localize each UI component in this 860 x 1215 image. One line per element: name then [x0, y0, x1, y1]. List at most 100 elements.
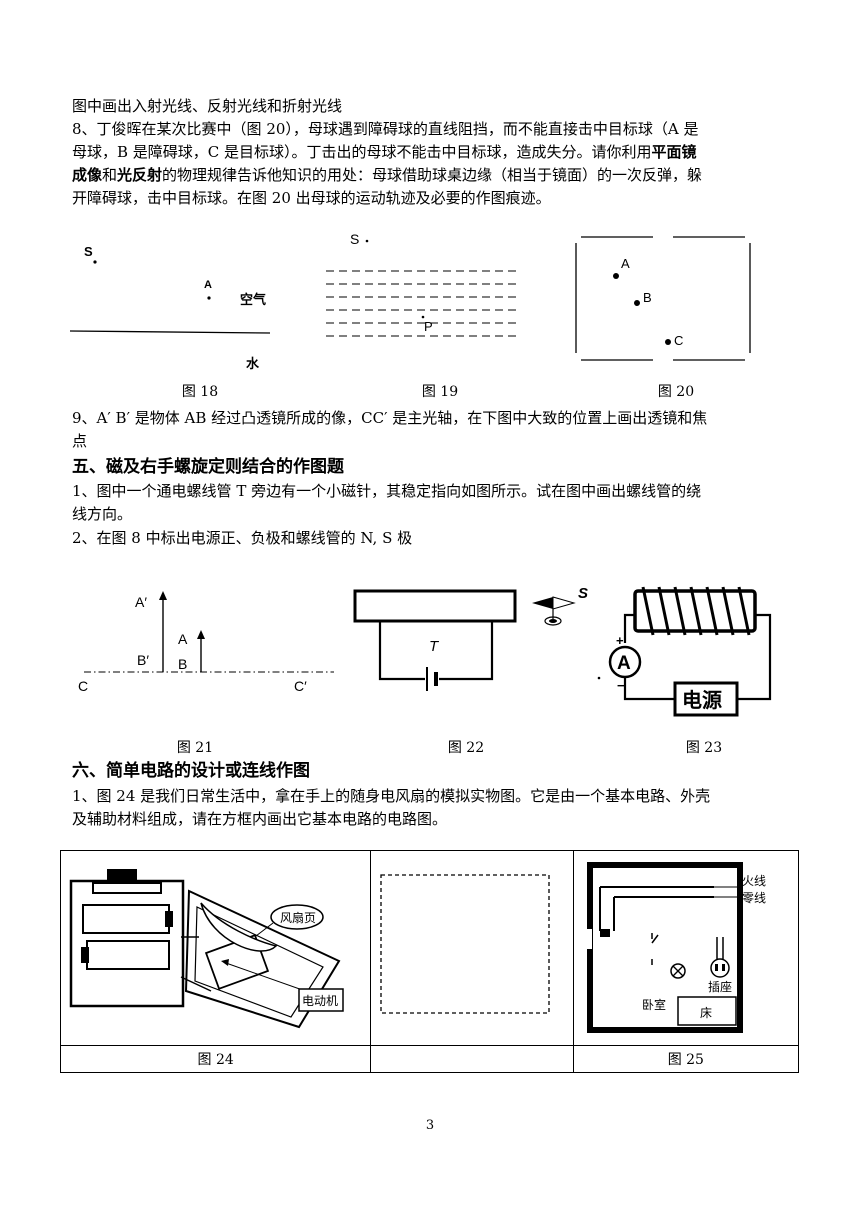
fig25-neutral-label: 零线 — [742, 891, 766, 905]
fig23-caption: 图 23 — [685, 740, 723, 756]
question-8-line-1: 8、丁俊晖在某次比赛中（图 20），母球遇到障碍球的直线阻挡，而不能直接击中目标… — [72, 120, 699, 138]
fig24-fan-blade-label: 风扇页 — [280, 910, 316, 925]
figure-table-caption-row: 图 24 图 25 — [59, 1045, 800, 1073]
fig24-motor-leader — [225, 962, 312, 994]
fig25-socket-hole-1 — [714, 964, 718, 971]
fig18-point-s-dot — [93, 260, 97, 264]
bold-term-imaging: 成像 — [72, 166, 103, 184]
fig20-ball-a — [613, 273, 619, 279]
fig22-needle-light-end — [552, 596, 576, 610]
fig25-bed-label: 床 — [700, 1006, 712, 1020]
fig20-ball-b-label: B — [643, 290, 652, 305]
fig22-solenoid — [353, 589, 517, 623]
question-8-line-2: 母球，B 是障碍球，C 是目标球）。丁击出的母球不能击中目标球，造成失分。请你利… — [72, 141, 794, 163]
fig23-power-source-label: 电源 — [682, 689, 722, 712]
figure-20: A B C — [575, 236, 751, 361]
circuit-answer-box — [380, 874, 550, 1014]
fig25-door-post — [599, 929, 610, 937]
figure-25: 火线 零线 插座 卧室 床 — [583, 862, 766, 1033]
text-span: 的物理规律告诉他知识的用处：母球借助球桌边缘（相当于镜面）的一次反弹，躲 — [162, 166, 703, 184]
fig22-compass-pivot — [549, 619, 557, 623]
fig25-cell: 火线 零线 插座 卧室 床 — [572, 850, 800, 1046]
fig18-point-a-dot — [207, 296, 211, 300]
section-5-q2: 2、在图 8 中标出电源正、负极和螺线管的 N, S 极 — [72, 529, 413, 547]
fig23-wire-right — [737, 613, 772, 701]
section-5-q1-line-2: 线方向。 — [72, 505, 133, 523]
fig24-switch-base — [92, 882, 162, 894]
fig24-motor-leader-arrow — [221, 959, 229, 966]
fig20-caption: 图 20 — [657, 384, 695, 400]
fig24-battery-2 — [86, 940, 170, 970]
fig23-power-source-box — [673, 681, 739, 717]
figure-21: A′ B′ A B C C′ — [78, 591, 334, 694]
fig25-bedroom-label: 卧室 — [642, 997, 666, 1012]
fig22-caption: 图 22 — [447, 740, 485, 756]
fig25-socket-hole-2 — [721, 964, 725, 971]
fig18-interface-line — [69, 330, 271, 334]
fig25-socket-label: 插座 — [708, 979, 732, 994]
fig19-point-s-label: S — [350, 231, 359, 247]
text-line-intro: 图中画出入射光线、反射光线和折射光线 — [72, 97, 343, 115]
fig20-ball-a-label: A — [621, 256, 630, 271]
fig19-point-p-label: P — [424, 319, 433, 334]
fig24-battery-1 — [82, 904, 170, 934]
fig24-wire-b — [180, 976, 212, 992]
question-8-line-4: 开障碍球，击中目标球。在图 20 出母球的运动轨迹及必要的作图痕迹。 — [72, 189, 551, 207]
fig18-point-a-label: A — [204, 279, 212, 291]
fig21-caption: 图 21 — [176, 740, 214, 756]
section-6-heading: 六、简单电路的设计或连线作图 — [72, 761, 310, 781]
fig21-label-a: A — [178, 631, 188, 647]
answer-dashed-frame[interactable] — [380, 874, 550, 1014]
figure-18: S A 空气 水 — [69, 244, 271, 371]
fig21-image-arrowhead — [159, 591, 167, 600]
fig23-solenoid-coils — [641, 586, 751, 636]
question-8-line-3: 成像和光反射的物理规律告诉他知识的用处：母球借助球桌边缘（相当于镜面）的一次反弹… — [72, 164, 794, 186]
fig19-point-p-dot — [421, 315, 425, 319]
fig24-battery-1-terminal — [165, 911, 173, 927]
fig25-lamp-cross-2 — [672, 965, 684, 977]
fig20-table-edges — [575, 236, 751, 361]
fig24-fan-blade — [200, 902, 278, 952]
fig19-water-dashes — [326, 270, 520, 337]
fig23-wire-top-left — [623, 613, 635, 643]
fig21-object-arrowhead — [197, 630, 205, 639]
fig24-battery-2-terminal — [81, 947, 89, 963]
fig19-point-s-dot — [365, 239, 369, 243]
fig18-water-label: 水 — [246, 356, 260, 371]
figure-19: S P — [326, 231, 520, 337]
text-span: 和 — [102, 166, 118, 184]
fig24-motor-label: 电动机 — [302, 994, 338, 1008]
fig19-caption: 图 19 — [421, 384, 459, 400]
fig22-wire-left — [378, 621, 425, 681]
fig24-motor-label-box — [298, 988, 344, 1012]
fig24-cell: 风扇页 电动机 — [59, 850, 372, 1046]
question-9-line-1: 9、A′ B′ 是物体 AB 经过凸透镜所成的像，CC′ 是主光轴，在下图中大致… — [72, 409, 708, 427]
fig24-switch-top — [107, 869, 137, 883]
figure-22: T S — [353, 585, 588, 691]
bold-term-reflection: 光反射 — [117, 166, 163, 184]
fig25-switch-lever — [651, 934, 659, 944]
fig21-label-a-prime: A′ — [135, 594, 147, 610]
fig23-minus-sign: − — [617, 678, 625, 693]
fig23-plus-sign: + — [616, 633, 624, 648]
figure-table-image-row: 风扇页 电动机 — [59, 850, 800, 1046]
fig23-stray-dot — [597, 676, 601, 680]
fig24-fan-blade-callout — [270, 904, 324, 930]
fig18-caption: 图 18 — [181, 384, 219, 400]
figure-table: 风扇页 电动机 — [59, 850, 800, 1073]
fig22-wire-right — [439, 621, 494, 681]
fig25-door-gap — [583, 929, 592, 949]
empty-caption-cell — [370, 1045, 574, 1073]
fig24-housing-inner — [194, 906, 324, 1018]
fig21-label-c-prime: C′ — [294, 678, 307, 694]
section-6-q1-line-2: 及辅助材料组成，请在方框内画出它基本电路的电路图。 — [72, 810, 448, 828]
figure-24: 风扇页 电动机 — [69, 869, 344, 1029]
fig22-label-s: S — [578, 585, 588, 602]
question-9-line-2: 点 — [72, 432, 88, 450]
fig25-live-label: 火线 — [742, 874, 766, 888]
page-number: 3 — [425, 1118, 435, 1133]
fig20-ball-b — [634, 300, 640, 306]
fig21-label-b: B — [178, 656, 187, 672]
fig21-label-b-prime: B′ — [137, 652, 149, 668]
